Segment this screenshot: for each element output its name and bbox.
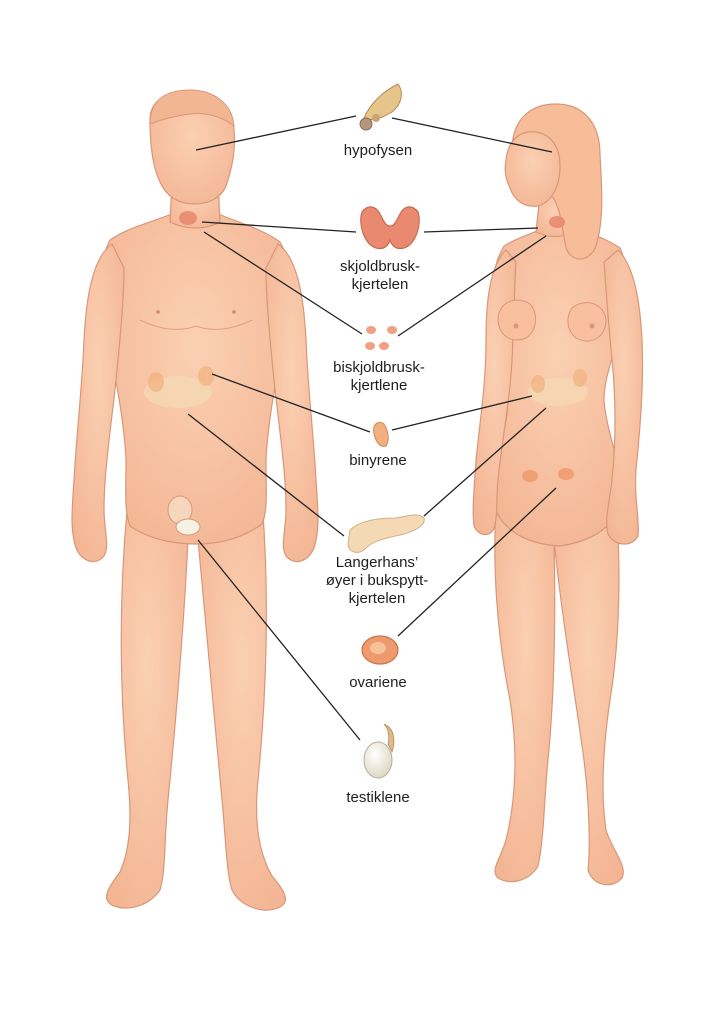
- female-nipple-left: [513, 323, 519, 329]
- female-breast-right: [567, 302, 607, 342]
- female-right-arm: [603, 249, 644, 545]
- male-left-leg: [105, 498, 189, 909]
- leader-male-thyroid: [201, 221, 357, 233]
- label-hypofysen: hypofysen: [343, 142, 413, 159]
- male-hair: [149, 89, 235, 128]
- leader-female-pituitary: [391, 117, 553, 153]
- pituitary-gland-icon: [359, 83, 402, 131]
- leader-female-ovary: [397, 487, 557, 637]
- label-ovariene: ovariene: [349, 674, 407, 691]
- ovary-icon: [361, 635, 399, 665]
- male-chest-line: [139, 319, 253, 330]
- leader-female-adrenal: [391, 395, 533, 431]
- thyroid-gland-icon: [360, 206, 420, 250]
- leader-female-pancreas: [423, 407, 547, 517]
- female-thyroid-marker: [549, 216, 565, 228]
- female-right-leg: [553, 478, 624, 886]
- female-left-leg: [494, 478, 556, 883]
- leader-female-parathyroid: [397, 235, 547, 337]
- leader-male-adrenal: [211, 373, 371, 433]
- leader-female-thyroid: [423, 227, 539, 233]
- label-testiklene: testiklene: [346, 789, 410, 806]
- pancreas-icon: [347, 514, 425, 553]
- male-thyroid-marker: [179, 211, 197, 225]
- leader-lines: [187, 115, 557, 741]
- male-right-leg: [197, 498, 287, 911]
- female-ovary-marker-right: [558, 468, 574, 480]
- testis-icon: [363, 723, 395, 779]
- female-adrenal-marker-right: [573, 369, 587, 387]
- label-binyrene: binyrene: [349, 452, 407, 469]
- leader-male-pancreas: [187, 413, 345, 537]
- male-adrenal-marker-right: [198, 366, 214, 386]
- male-left-arm: [71, 243, 125, 563]
- female-breast-left: [497, 299, 536, 341]
- female-nipple-right: [589, 323, 595, 329]
- male-testis-marker: [175, 518, 201, 536]
- male-torso: [100, 211, 291, 545]
- label-biskjoldbrusk-kjertlene: biskjoldbrusk- kjertlene: [333, 359, 425, 394]
- male-nipple-left: [156, 310, 160, 314]
- female-adrenal-marker-left: [531, 375, 545, 393]
- male-adrenal-marker-left: [148, 372, 164, 392]
- male-figure: [71, 89, 319, 911]
- label-langerhans-oyer: Langerhans’ øyer i bukspytt- kjertelen: [325, 554, 429, 607]
- label-skjoldbrusk-kjertelen: skjoldbrusk- kjertelen: [339, 258, 421, 293]
- leader-male-pituitary: [195, 115, 357, 151]
- leader-male-testis: [197, 539, 361, 741]
- male-nipple-right: [232, 310, 236, 314]
- adrenal-gland-icon: [373, 421, 389, 447]
- female-figure: [472, 103, 644, 886]
- female-ovary-marker-left: [522, 470, 538, 482]
- parathyroid-glands-icon: [365, 326, 397, 350]
- female-head: [504, 131, 561, 207]
- leader-male-parathyroid: [203, 231, 363, 335]
